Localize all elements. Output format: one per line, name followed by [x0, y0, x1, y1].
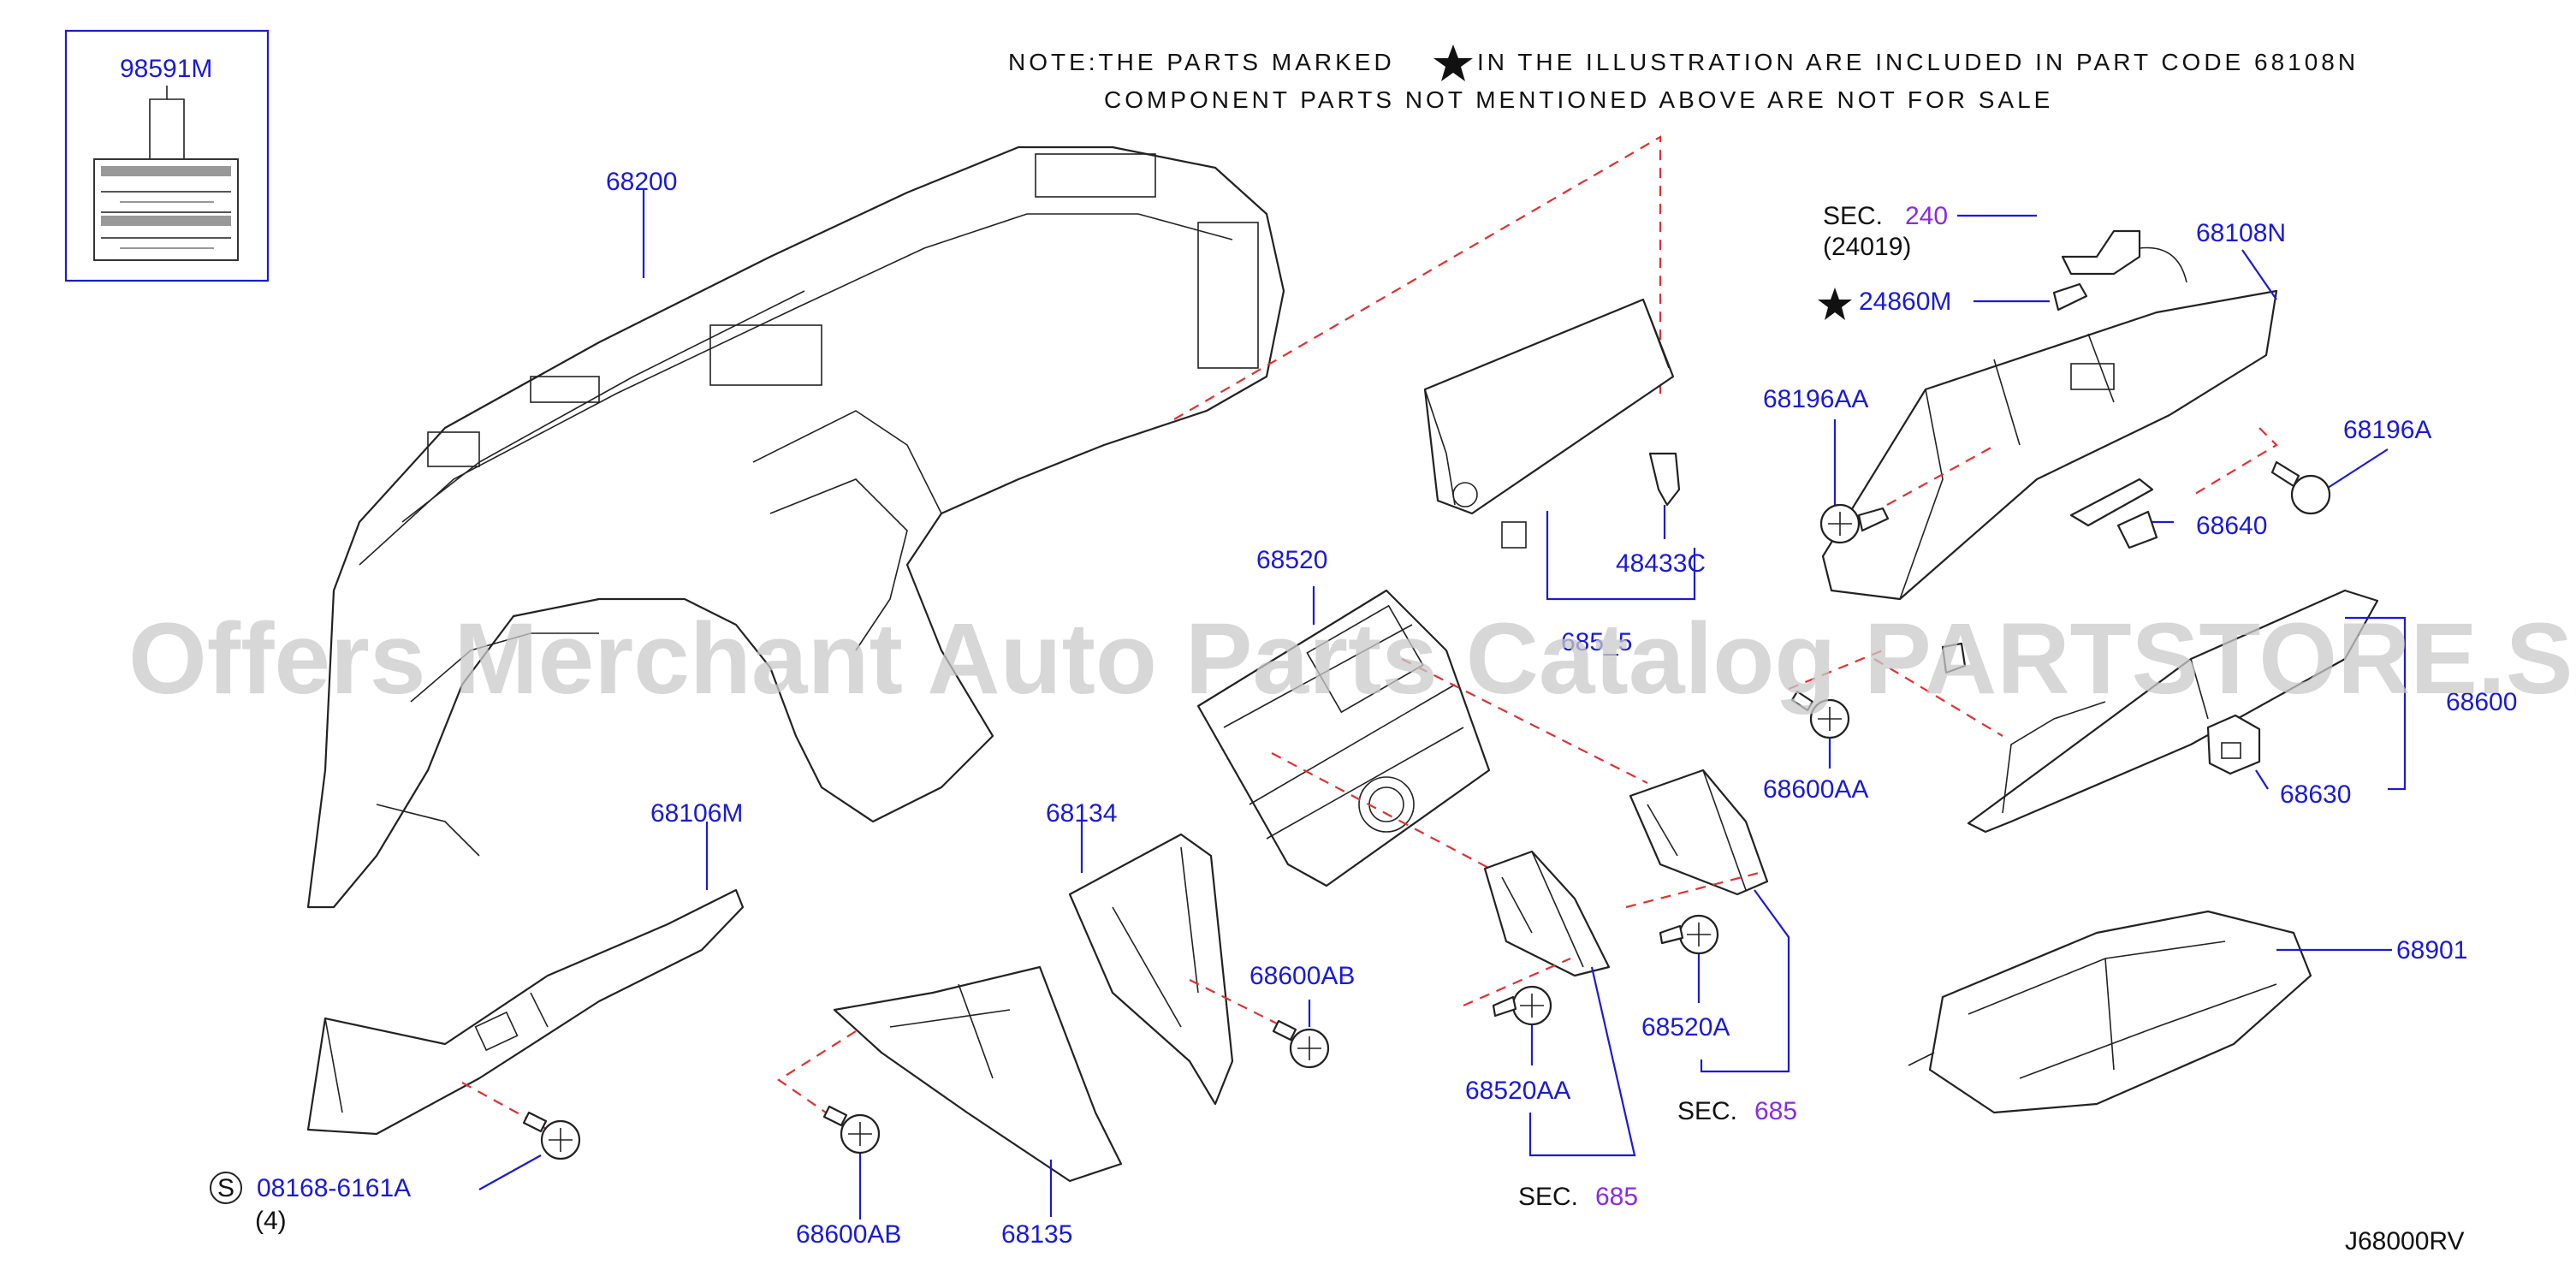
screw-icon-68600AB-a — [1272, 1019, 1330, 1069]
sec-label-24019: (24019) — [1823, 233, 1911, 261]
note-line1-end: IN THE ILLUSTRATION ARE INCLUDED IN PART… — [1477, 49, 2359, 75]
side-finisher-drawing — [1068, 833, 1234, 1106]
glove-box-latch-part-drawing — [2069, 478, 2158, 549]
part-label-68134: 68134 — [1046, 799, 1117, 828]
part-label-68640: 68640 — [2196, 512, 2267, 540]
screw-icon-68600AB-b — [822, 1105, 881, 1154]
part-label-68196AA: 68196AA — [1763, 385, 1868, 413]
part-label-68600: 68600 — [2446, 688, 2517, 716]
glove-box-lock-drawing — [2206, 714, 2261, 775]
cluster-lid-drawing — [1196, 589, 1491, 887]
lower-cover-drawing — [306, 888, 745, 1136]
part-label-68901: 68901 — [2396, 936, 2467, 964]
part-label-68630: 68630 — [2280, 780, 2351, 809]
part-label-68600AB-b: 68600AB — [796, 1220, 901, 1249]
part-label-68196A: 68196A — [2343, 416, 2431, 444]
vent-duct-right-drawing — [1629, 769, 1769, 896]
s-circle-icon — [210, 1172, 242, 1204]
glove-box-lid-drawing — [1941, 589, 2379, 834]
header-note: NOTE:THE PARTS MARKED IN THE ILLUSTRATIO… — [1008, 45, 2359, 113]
part-label-24860M: 24860M — [1859, 288, 1951, 316]
glove-box-assy-drawing — [1821, 229, 2278, 601]
part-label-68600AB-a: 68600AB — [1249, 962, 1355, 990]
sec-label-240: 240 — [1905, 202, 1948, 230]
airbag-module-drawing — [1423, 298, 1675, 549]
clip-icon — [1648, 452, 1681, 507]
clip-icon-68196A — [2270, 460, 2331, 515]
diagram-code: J68000RV — [2345, 1227, 2465, 1255]
part-label-48433C: 48433C — [1616, 549, 1706, 578]
sec-label-685a-prefix: SEC. — [1677, 1097, 1737, 1125]
screw-icon — [1819, 503, 1890, 544]
part-label-68520AA: 68520AA — [1465, 1077, 1570, 1105]
star-icon — [1433, 45, 1473, 81]
screw-icon-08168 — [522, 1111, 581, 1160]
part-label-68520: 68520 — [1256, 546, 1327, 574]
part-label-68600AA: 68600AA — [1763, 775, 1868, 804]
note-line1-start: NOTE:THE PARTS MARKED — [1008, 49, 1395, 75]
watermark-text: Offers Merchant Auto Parts Catalog PARTS… — [128, 602, 2576, 715]
part-label-68106M: 68106M — [650, 799, 743, 828]
lower-finisher-drawing — [833, 965, 1123, 1183]
s-circle-letter: S — [217, 1174, 234, 1202]
sec-label-240-prefix: SEC. — [1823, 202, 1883, 230]
sec-label-685a: 685 — [1754, 1097, 1797, 1125]
part-label-08168-6161A: 08168-6161A — [257, 1174, 411, 1202]
part-label-68108N: 68108N — [2196, 219, 2286, 247]
part-label-685_5: 685_5 — [1561, 628, 1632, 656]
screw-icon-68520A — [1659, 914, 1719, 955]
sec-label-685b: 685 — [1595, 1183, 1638, 1211]
sec-label-685b-prefix: SEC. — [1518, 1183, 1578, 1211]
star-icon-24860M — [1818, 288, 1852, 320]
note-line2: COMPONENT PARTS NOT MENTIONED ABOVE ARE … — [1104, 86, 2053, 113]
part-label-68135: 68135 — [1001, 1220, 1072, 1249]
screw-icon-68520AA — [1492, 985, 1552, 1026]
part-quantity: (4) — [255, 1207, 287, 1235]
instrument-panel-drawing — [306, 145, 1285, 909]
part-label-68200: 68200 — [606, 168, 677, 196]
part-label-68520A: 68520A — [1641, 1013, 1730, 1042]
warning-label-icon — [93, 158, 239, 261]
part-label-98591M: 98591M — [120, 55, 212, 83]
vent-duct-left-drawing — [1483, 850, 1611, 977]
tray-drawing — [1908, 910, 2312, 1114]
label-inset-98591M: 98591M — [64, 29, 270, 282]
